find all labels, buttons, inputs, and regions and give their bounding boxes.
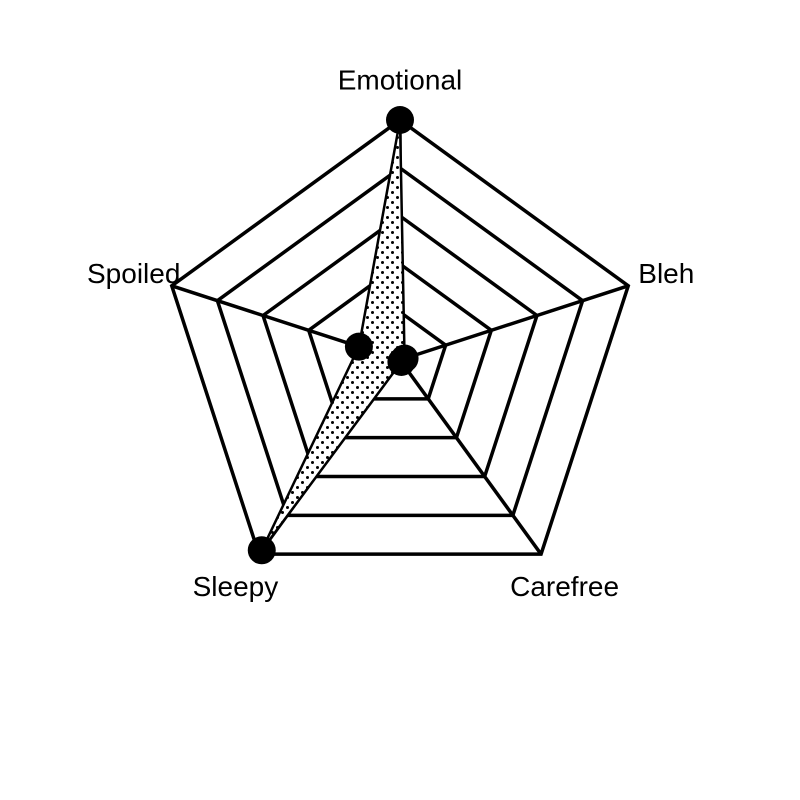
data-point-sleepy	[247, 536, 276, 565]
grid-ring-3	[260, 213, 540, 479]
data-point-carefree	[387, 347, 416, 376]
series	[247, 106, 419, 565]
series-area-0	[260, 119, 406, 552]
data-point-emotional	[386, 106, 414, 134]
grid-ring-4	[215, 165, 585, 518]
grid-ring-5	[169, 117, 631, 556]
axis-label-sleepy: Sleepy	[193, 571, 279, 602]
axis-label-carefree: Carefree	[510, 571, 619, 602]
axis-label-spoiled: Spoiled	[87, 258, 180, 289]
data-point-spoiled	[344, 332, 373, 361]
grid-ring-2	[306, 261, 494, 440]
axis-label-bleh: Bleh	[638, 258, 694, 289]
spoke-carefree	[398, 358, 543, 556]
axis-label-emotional: Emotional	[338, 65, 463, 96]
spoke-bleh	[399, 284, 629, 362]
